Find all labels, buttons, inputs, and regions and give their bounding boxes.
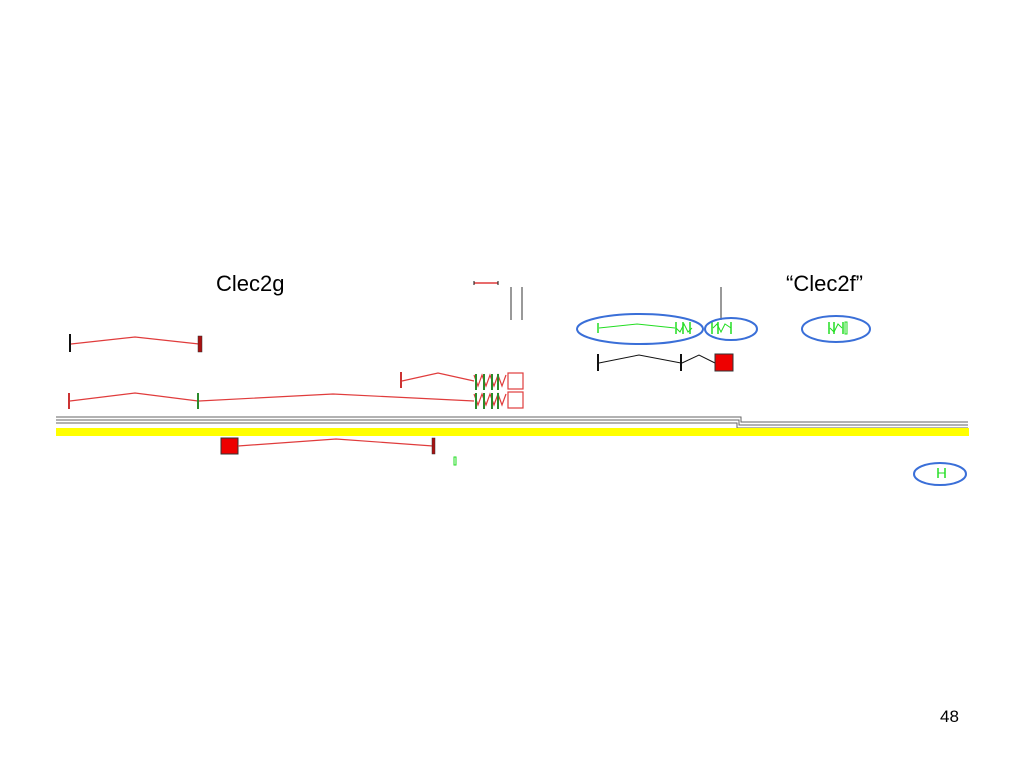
genome-track [56, 428, 969, 436]
intron [681, 354, 716, 364]
scaffold-line [56, 419, 968, 426]
zigzag-intron [473, 373, 507, 388]
zigzag-intron [829, 323, 843, 333]
transcript-black [597, 353, 734, 372]
intron [598, 323, 676, 329]
scaffold-line [56, 416, 968, 423]
exon-cluster-lower [473, 391, 524, 409]
transcript-red-short [400, 372, 475, 388]
scaffold-lines [56, 416, 969, 436]
transcript-green-lower-right [937, 468, 946, 478]
transcript-green-right [828, 321, 848, 335]
zigzag-intron [473, 392, 507, 407]
small-feature-marks [473, 281, 722, 320]
transcript-red-lower [220, 437, 436, 455]
gene-label-clec2f: “Clec2f” [786, 271, 864, 296]
exon-box [714, 353, 734, 372]
intron [69, 392, 199, 402]
exon-box [220, 437, 239, 455]
intron [598, 354, 682, 364]
exon [431, 437, 436, 455]
intron [198, 393, 475, 402]
highlight-ellipse [704, 317, 758, 341]
transcript-green-middle [711, 322, 732, 334]
intron [401, 372, 475, 382]
highlight-ellipse [801, 315, 871, 343]
transcript-green-left [597, 322, 693, 334]
utr-box [507, 372, 524, 390]
exon [197, 335, 203, 353]
highlight-ellipses [576, 313, 967, 486]
exon [844, 321, 848, 335]
exon-cluster-upper [473, 372, 524, 390]
transcript-red-upper [69, 334, 203, 353]
gene-label-clec2g: Clec2g [216, 271, 285, 296]
transcript-red-long [68, 392, 475, 409]
highlight-ellipse [576, 313, 704, 345]
page-number: 48 [940, 707, 959, 726]
highlight-ellipse [913, 462, 967, 486]
zigzag-intron [712, 323, 732, 334]
utr-box [507, 391, 524, 409]
tiny-green-feature [453, 456, 457, 466]
intron [70, 336, 200, 345]
intron [237, 438, 434, 447]
